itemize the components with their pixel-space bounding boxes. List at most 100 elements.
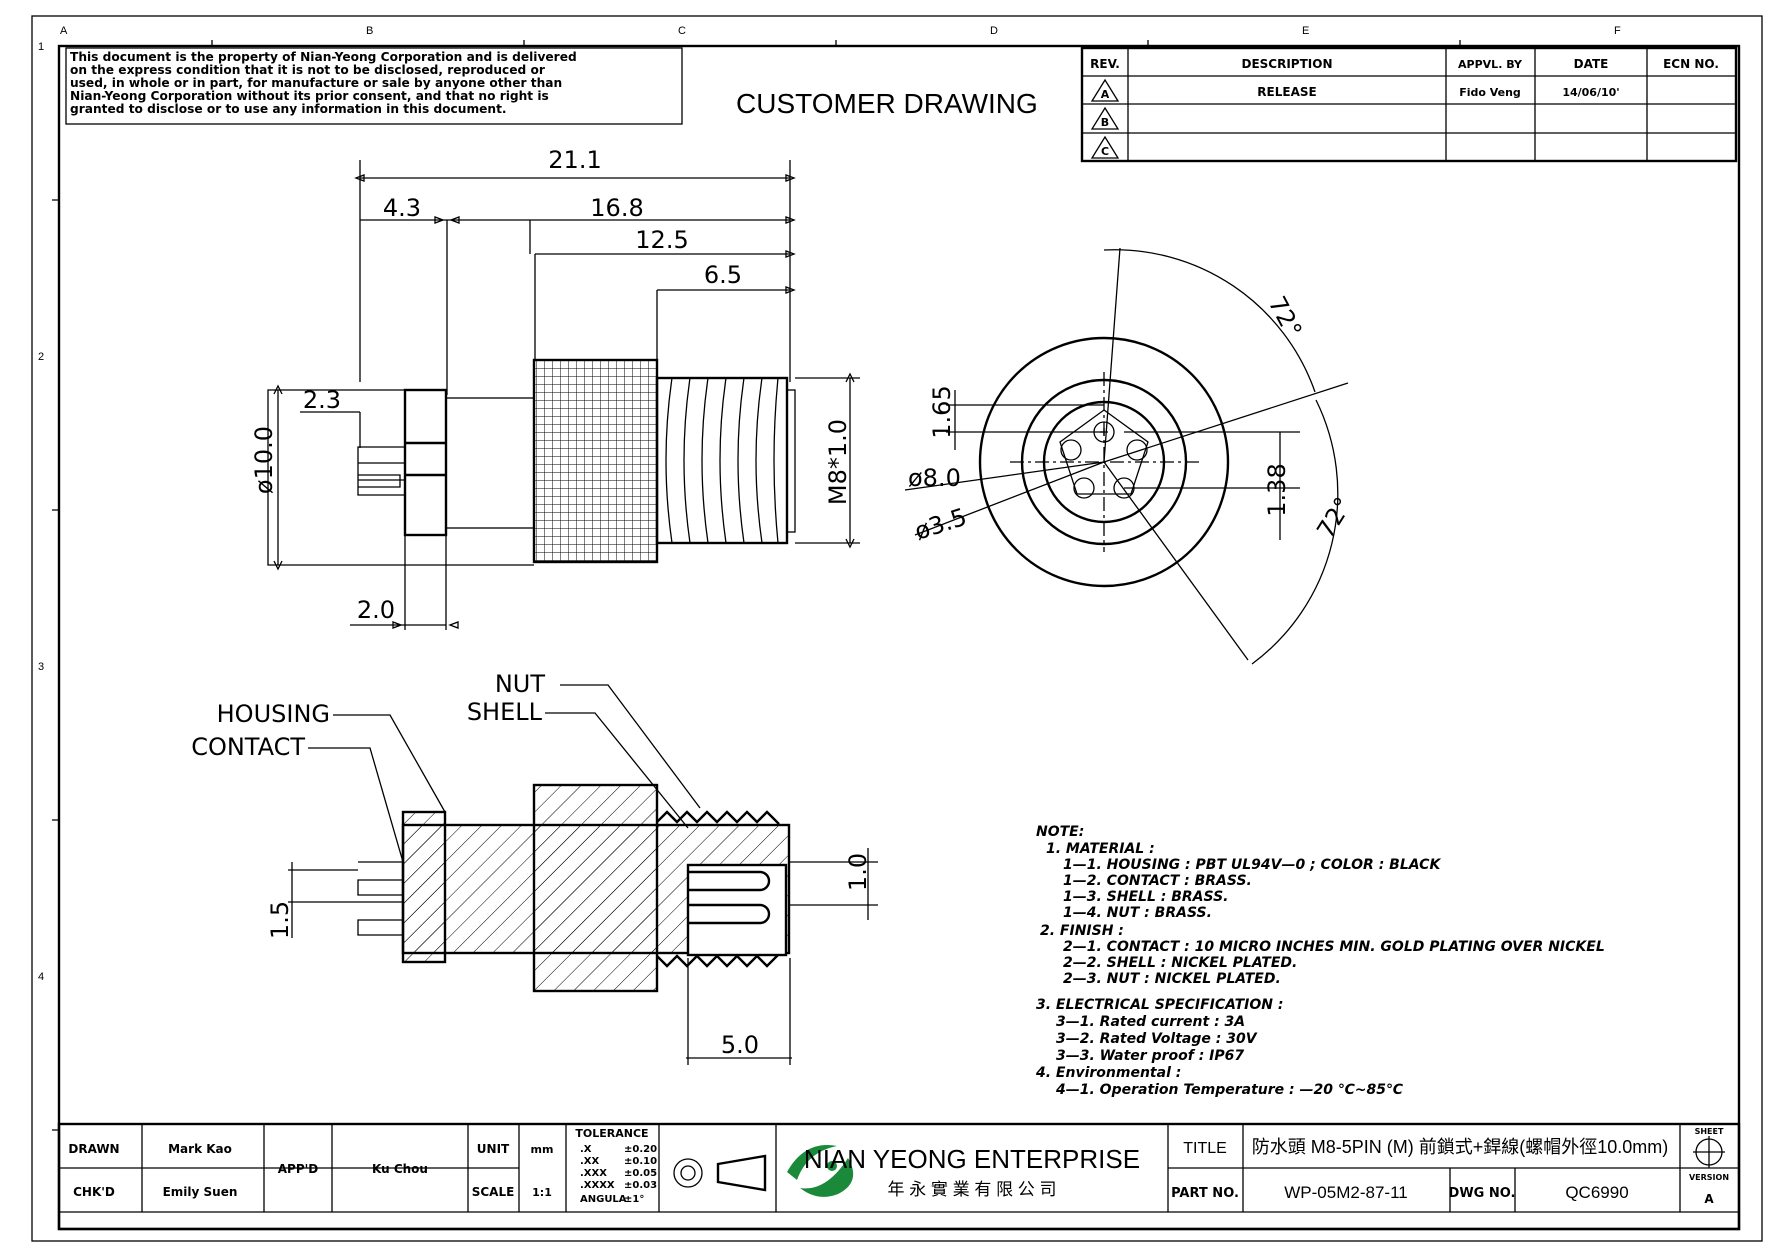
zone-markers: A B C D E F 1 2 3 4	[38, 25, 1621, 1131]
notes-block: NOTE: 1. MATERIAL : 1—1. HOUSING : PBT U…	[1035, 824, 1605, 1098]
notice-line: on the express condition that it is not …	[70, 63, 545, 77]
company-name-en: NIAN YEONG ENTERPRISE	[804, 1144, 1140, 1174]
sheet-label: SHEET	[1695, 1127, 1724, 1136]
dim-16-8: 16.8	[590, 194, 643, 222]
dim-2-3: 2.3	[303, 386, 341, 414]
tol-key: ANGULA	[580, 1194, 627, 1205]
rev-date: 14/06/10'	[1562, 86, 1619, 99]
scale-label: SCALE	[472, 1185, 515, 1199]
company-name-zh: 年 永 實 業 有 限 公 司	[887, 1180, 1056, 1199]
note-line: 1—1. HOUSING : PBT UL94V—0 ; COLOR : BLA…	[1063, 857, 1441, 873]
part-no-value: WP-05M2-87-11	[1284, 1183, 1407, 1202]
tol-key: .X	[580, 1144, 592, 1155]
dim-4-3: 4.3	[383, 194, 421, 222]
note-line: 4. Environmental :	[1035, 1065, 1181, 1081]
zone-letter: C	[678, 25, 686, 37]
revision-table: REV. DESCRIPTION APPVL. BY DATE ECN NO. …	[1080, 46, 1738, 163]
note-line: 1—4. NUT : BRASS.	[1063, 905, 1212, 921]
appd-by: Ku Chou	[372, 1162, 428, 1176]
dwg-no-value: QC6990	[1565, 1183, 1628, 1202]
chkd-label: CHK'D	[73, 1185, 115, 1199]
drawing-title: CUSTOMER DRAWING	[736, 88, 1038, 119]
nut-outline	[978, 336, 1230, 588]
dim-6-5: 6.5	[704, 261, 742, 289]
dim-1-0: 1.0	[844, 853, 872, 891]
notice-line: granted to disclose or to use any inform…	[70, 102, 507, 116]
label-nut: NUT	[495, 670, 546, 698]
label-housing: HOUSING	[217, 700, 330, 728]
tol-value: ±1°	[624, 1194, 644, 1205]
title-label: TITLE	[1183, 1140, 1227, 1157]
zone-number: 1	[38, 41, 44, 53]
zone-letter: E	[1302, 25, 1309, 37]
note-line: 3—3. Water proof : IP67	[1056, 1048, 1244, 1064]
pin-4	[1073, 477, 1095, 499]
zone-letter: D	[990, 25, 998, 37]
zone-letter: B	[366, 25, 373, 37]
title-block: DRAWN Mark Kao CHK'D Emily Suen APP'D Ku…	[57, 1122, 1741, 1231]
rev-letter: C	[1101, 145, 1109, 158]
note-line: 2—2. SHELL : NICKEL PLATED.	[1063, 955, 1297, 971]
tol-value: ±0.20	[624, 1144, 657, 1155]
note-line: 1—3. SHELL : BRASS.	[1063, 889, 1229, 905]
dim-diameter-8: ø8.0	[908, 464, 961, 492]
version-value: A	[1704, 1192, 1714, 1206]
zone-number: 2	[38, 351, 44, 363]
drawn-label: DRAWN	[68, 1142, 119, 1156]
notes-heading: NOTE:	[1036, 824, 1084, 840]
label-shell: SHELL	[467, 698, 543, 726]
drawn-by: Mark Kao	[168, 1142, 232, 1156]
dim-1-65: 1.65	[928, 385, 956, 438]
dim-angle-1: 72°	[1263, 292, 1308, 343]
dim-thread: M8*1.0	[824, 419, 852, 505]
note-line: 1. MATERIAL :	[1046, 841, 1155, 857]
tolerance-title: TOLERANCE	[575, 1127, 648, 1140]
tol-value: ±0.10	[624, 1156, 657, 1167]
title-value: 防水頭 M8-5PIN (M) 前鎖式+銲線(螺帽外徑10.0mm)	[1252, 1137, 1669, 1157]
zone-letter: A	[60, 25, 68, 37]
housing-flange	[403, 388, 448, 537]
section-nut	[532, 783, 659, 993]
dim-12-5: 12.5	[635, 226, 688, 254]
section-housing	[401, 810, 447, 964]
tol-key: .XXX	[580, 1168, 607, 1179]
rev-header: REV.	[1090, 57, 1120, 71]
label-contact: CONTACT	[191, 733, 305, 761]
rev-header: DATE	[1574, 57, 1609, 71]
side-view: 21.1 4.3 16.8 12.5 6.5 M8*1.0 ø10.0 2.3 …	[250, 146, 860, 630]
knurled-nut	[532, 358, 659, 564]
dim-2-0: 2.0	[357, 596, 395, 624]
dwg-no-label: DWG NO.	[1449, 1186, 1516, 1201]
version-label: VERSION	[1689, 1173, 1729, 1182]
sheet-crosshair-icon	[1693, 1136, 1725, 1168]
note-line: 3—2. Rated Voltage : 30V	[1056, 1031, 1258, 1047]
tol-key: .XXXX	[580, 1180, 615, 1191]
section-view: 1.0 1.5 5.0 HOUSING CONTACT NUT SHELL	[191, 670, 878, 1065]
front-view: 72° 72° 1.65 1.38 ø8.0 ø3.5	[904, 247, 1358, 665]
dim-diameter-3-5: ø3.5	[911, 503, 970, 546]
dim-1-38: 1.38	[1263, 463, 1291, 516]
rev-description: RELEASE	[1257, 85, 1316, 99]
inner-frame	[57, 44, 1741, 1231]
zone-number: 3	[38, 661, 44, 673]
tol-value: ±0.05	[624, 1168, 657, 1179]
rev-approver: Fido Veng	[1459, 86, 1521, 99]
notice-box	[65, 47, 683, 125]
pin-2	[1126, 439, 1148, 461]
rev-letter: B	[1101, 116, 1109, 129]
part-no-label: PART NO.	[1171, 1186, 1239, 1201]
note-line: 2—3. NUT : NICKEL PLATED.	[1063, 971, 1281, 987]
dim-1-5: 1.5	[266, 901, 294, 939]
rev-header: APPVL. BY	[1458, 58, 1523, 71]
notice-text: This document is the property of Nian-Ye…	[70, 50, 577, 116]
rev-header: DESCRIPTION	[1241, 57, 1332, 71]
dim-overall-length: 21.1	[548, 146, 601, 174]
zone-letter: F	[1614, 25, 1621, 37]
note-line: 2—1. CONTACT : 10 MICRO INCHES MIN. GOLD…	[1063, 939, 1605, 955]
unit-value: mm	[531, 1143, 554, 1156]
rev-letter: A	[1101, 88, 1110, 101]
note-line: 1—2. CONTACT : BRASS.	[1063, 873, 1252, 889]
notice-line: This document is the property of Nian-Ye…	[70, 50, 577, 64]
rev-header: ECN NO.	[1663, 57, 1719, 71]
